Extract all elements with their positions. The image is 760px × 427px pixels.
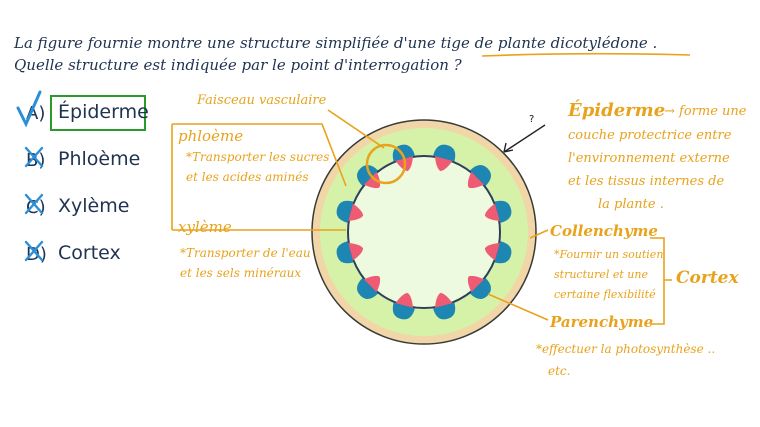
question-mark-label: ? [529, 114, 535, 125]
xylem-mark [435, 292, 453, 308]
xylem-mark [484, 243, 500, 261]
xylem-mark [395, 292, 413, 308]
vascular-bundle [484, 241, 512, 264]
pointer-collenchyme [529, 229, 549, 239]
question-line-1: La figure fournie montre une structure s… [14, 34, 658, 52]
cross-icon-c [24, 193, 44, 215]
note-epiderme-2: couche protectrice entre [568, 128, 732, 143]
phloem-mark [336, 241, 354, 264]
label-cortex: Cortex [676, 268, 739, 288]
label-collenchyme: Collenchyme [550, 222, 658, 240]
label-xyleme: xylème [178, 218, 232, 236]
vascular-bundle [467, 275, 491, 299]
phloem-mark [433, 144, 456, 162]
phloem-mark [469, 277, 491, 299]
label-parenchyme: Parenchyme [550, 313, 654, 331]
note-epiderme-1: → forme une [664, 104, 747, 119]
bracket-cortex [650, 237, 672, 325]
note-xyleme-2: et les sels minéraux [180, 266, 302, 280]
option-b-button[interactable]: Phloème [58, 148, 140, 170]
note-epiderme-5: la plante . [598, 197, 664, 212]
pith-region [347, 155, 501, 309]
question-line-2: Quelle structure est indiquée par le poi… [14, 56, 462, 74]
check-icon [16, 90, 42, 128]
pointer-epiderme-arrow [503, 142, 514, 153]
xylem-mark [435, 156, 453, 172]
xylem-mark [467, 275, 485, 293]
xylem-mark [484, 203, 500, 221]
phloem-mark [494, 200, 512, 223]
option-d-label: Cortex [58, 242, 121, 264]
option-a-label: Épiderme [58, 101, 149, 123]
phloem-mark [336, 200, 354, 223]
option-c-label: Xylème [58, 195, 130, 217]
vascular-bundle [357, 165, 381, 189]
xylem-mark [467, 171, 485, 189]
phloem-mark [494, 241, 512, 264]
note-epiderme-3: l'environnement externe [568, 151, 730, 166]
phloem-mark [392, 302, 415, 320]
phloem-mark [357, 165, 379, 187]
pointer-phloeme [172, 123, 347, 187]
pointer-parenchyme [487, 293, 549, 321]
pointer-faisceau [327, 109, 385, 149]
vascular-bundles [336, 144, 512, 320]
note-xyleme-1: *Transporter de l'eau [180, 246, 311, 260]
note-phloeme-1: *Transporter les sucres [186, 150, 330, 164]
note-epiderme-4: et les tissus internes de [568, 174, 725, 189]
option-d-button[interactable]: Cortex [58, 242, 121, 264]
xylem-mark [363, 171, 381, 189]
phloem-mark [469, 165, 491, 187]
note-phloeme-2: et les acides aminés [186, 170, 309, 184]
option-a-button[interactable]: Épiderme [50, 95, 149, 131]
xylem-mark [348, 243, 364, 261]
vascular-bundle [433, 144, 456, 172]
note-collenchyme-1: *Fournir un soutien [554, 248, 664, 261]
vascular-bundle [336, 200, 364, 223]
label-faisceau: Faisceau vasculaire [197, 93, 327, 108]
option-c-button[interactable]: Xylème [58, 195, 129, 217]
label-epiderme: Épiderme [568, 100, 666, 121]
vascular-bundle [484, 200, 512, 223]
pointer-epiderme [503, 124, 546, 153]
phloem-mark [357, 277, 379, 299]
vascular-bundle [392, 292, 415, 320]
question-underline [481, 52, 691, 57]
xylem-mark [348, 203, 364, 221]
cross-icon-d [24, 240, 44, 262]
vascular-bundle [467, 165, 491, 189]
note-collenchyme-2: structurel et une [554, 268, 648, 281]
vascular-bundle [336, 241, 364, 264]
highlight-circle [365, 143, 407, 185]
cross-icon-b [24, 146, 44, 168]
option-a-letter: A) [26, 103, 46, 124]
note-parenchyme-1: *effectuer la photosynthèse .. [536, 342, 716, 356]
vascular-bundle [357, 275, 381, 299]
option-b-label: Phloème [58, 148, 141, 170]
phloem-mark [433, 302, 456, 320]
label-phloeme: phloème [178, 127, 244, 145]
vascular-bundle [433, 292, 456, 320]
note-collenchyme-3: certaine flexibilité [554, 288, 656, 301]
note-parenchyme-2: etc. [548, 364, 571, 378]
xylem-mark [363, 275, 381, 293]
